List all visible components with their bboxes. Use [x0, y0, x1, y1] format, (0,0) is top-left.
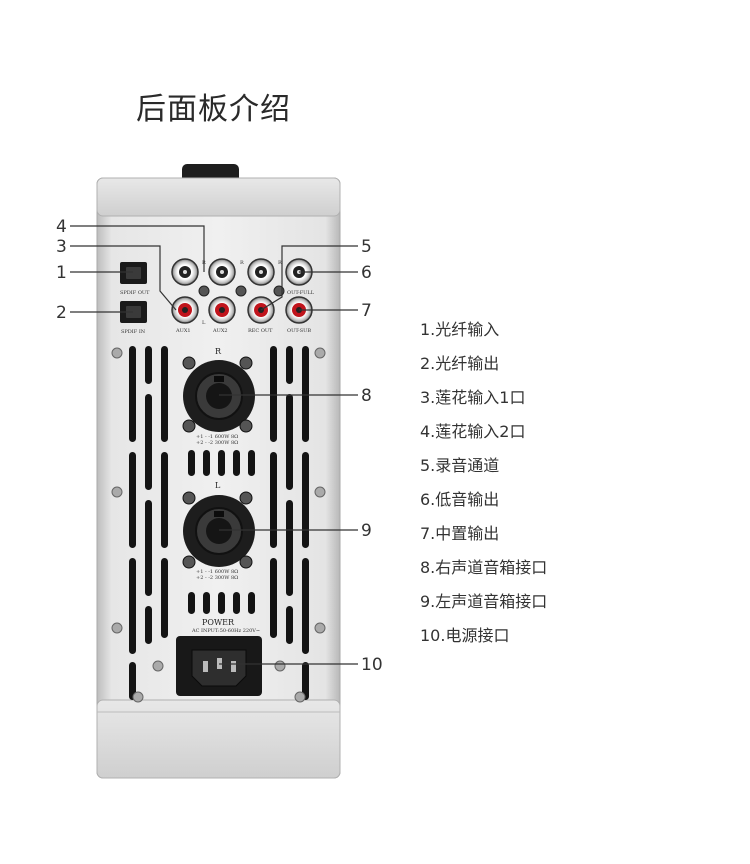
legend-item: 2.光纤输出	[420, 354, 500, 373]
legend-item: 7.中置输出	[420, 524, 500, 543]
legend-item: 3.莲花输入1口	[420, 388, 526, 407]
legend-item: 9.左声道音箱接口	[420, 592, 548, 611]
legend-item: 5.录音通道	[420, 456, 500, 475]
callout-4: 4	[56, 217, 67, 237]
legend-item: 1.光纤输入	[420, 320, 500, 339]
speaker-r-label: R	[215, 347, 222, 356]
out-sub-label: OUT-SUB	[287, 328, 311, 334]
aux1-label: AUX1	[175, 328, 191, 334]
speaker-r-connector	[182, 356, 255, 433]
callout-3: 3	[56, 237, 67, 257]
spdif-out-label: SPDIF OUT	[120, 290, 150, 296]
callout-lines	[70, 225, 358, 665]
vent-slots	[129, 346, 309, 700]
legend-item: 4.莲花输入2口	[420, 422, 526, 441]
callout-9: 9	[361, 521, 372, 541]
speaker-l-connector	[182, 491, 255, 569]
callout-1: 1	[56, 263, 67, 283]
speaker-l-label: L	[215, 481, 221, 490]
svg-text:+1 - -1 600W 8Ω: +1 - -1 600W 8Ω	[196, 569, 238, 575]
callout-8: 8	[361, 386, 372, 406]
spdif-in-label: SPDIF IN	[121, 329, 146, 335]
power-label: POWER	[202, 618, 235, 627]
svg-text:R: R	[278, 260, 282, 266]
svg-text:+2 - -2 300W 8Ω: +2 - -2 300W 8Ω	[196, 575, 238, 581]
out-full-label: OUT-FULL	[287, 290, 315, 296]
legend-item: 10.电源接口	[420, 626, 510, 645]
power-spec: AC INPUT:50-60Hz 220V~	[191, 628, 260, 634]
legend-item: 6.低音输出	[420, 490, 500, 509]
svg-text:L: L	[202, 320, 206, 326]
callout-10: 10	[361, 655, 383, 675]
bottom-cap	[96, 699, 341, 779]
svg-text:R: R	[240, 260, 244, 266]
callout-2: 2	[56, 303, 67, 323]
svg-text:+1 - -1 600W 8Ω: +1 - -1 600W 8Ω	[196, 434, 238, 440]
callout-7: 7	[361, 301, 372, 321]
legend-list: 1.光纤输入 2.光纤输出 3.莲花输入1口 4.莲花输入2口 5.录音通道 6…	[420, 318, 547, 658]
page-title: 后面板介绍	[136, 92, 291, 127]
rec-out-label: REC OUT	[248, 328, 273, 334]
svg-text:+2 - -2 300W 8Ω: +2 - -2 300W 8Ω	[196, 440, 238, 446]
power-inlet	[176, 636, 262, 696]
top-cap	[96, 177, 341, 217]
callout-6: 6	[361, 263, 372, 283]
aux2-label: AUX2	[212, 328, 228, 334]
legend-item: 8.右声道音箱接口	[420, 558, 548, 577]
callout-5: 5	[361, 237, 372, 257]
